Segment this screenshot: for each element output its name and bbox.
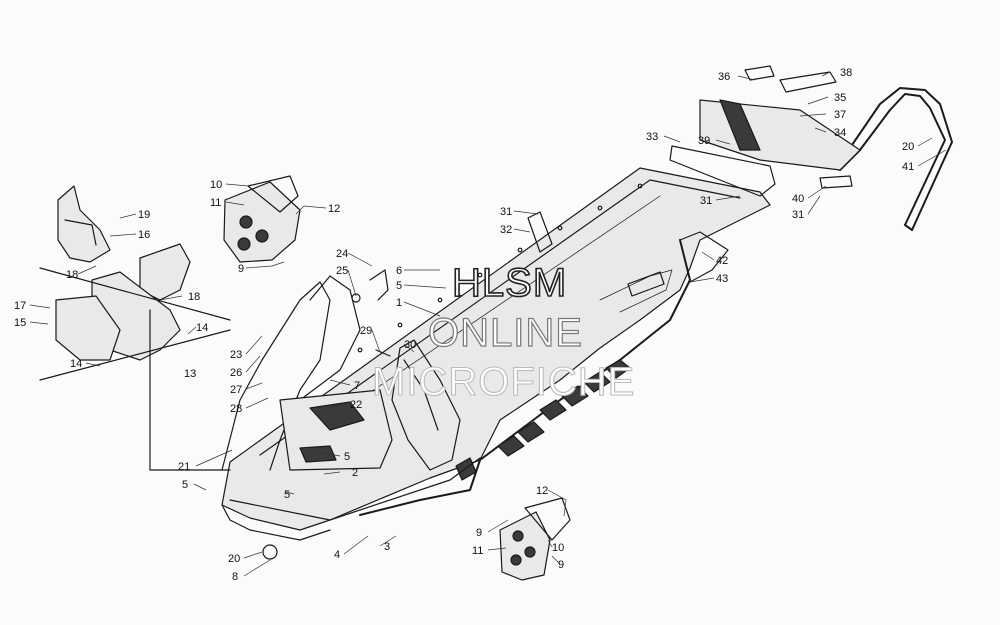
- callout-2: 2: [352, 467, 358, 479]
- callout-39: 39: [698, 135, 710, 147]
- callout-19: 19: [138, 209, 150, 221]
- callout-23: 23: [230, 349, 242, 361]
- callout-35: 35: [834, 92, 846, 104]
- watermark-line1: HLSM: [452, 261, 567, 305]
- callout-7: 7: [354, 380, 360, 392]
- callout-10-upper: 10: [210, 179, 222, 191]
- callout-6: 6: [396, 265, 402, 277]
- callout-20-rear: 20: [902, 141, 914, 153]
- rear-bumper: [819, 87, 953, 231]
- callout-36: 36: [718, 71, 730, 83]
- callout-11-lower: 11: [472, 545, 483, 557]
- callout-37: 37: [834, 109, 846, 121]
- callout-5-center: 5: [344, 451, 350, 463]
- chassis-tunnel: [221, 167, 771, 541]
- callout-9-lower-b: 9: [558, 559, 564, 571]
- callout-34: 34: [834, 127, 846, 139]
- leader-lines: [29, 71, 947, 577]
- callout-15: 15: [14, 317, 26, 329]
- callout-25: 25: [336, 265, 348, 277]
- callout-14-left: 14: [70, 358, 82, 370]
- watermark-line2: ONLINE: [428, 311, 583, 355]
- callout-30: 30: [404, 339, 416, 351]
- callout-22: 22: [350, 399, 362, 411]
- callout-5-lower: 5: [284, 489, 290, 501]
- callout-40: 40: [792, 193, 804, 205]
- callout-13: 13: [184, 368, 196, 380]
- watermark: HLSM ONLINE MICROFICHE: [371, 260, 635, 404]
- callout-20-front: 20: [228, 553, 240, 565]
- callout-12-lower: 12: [536, 485, 548, 497]
- upper-skid-plate: [223, 175, 301, 263]
- callout-32: 32: [500, 224, 512, 236]
- callout-33: 33: [646, 131, 658, 143]
- rear-flap-assembly: [669, 65, 861, 197]
- callout-28: 28: [230, 403, 242, 415]
- callout-31-flap: 31: [700, 195, 712, 207]
- callout-14-right: 14: [196, 322, 208, 334]
- callout-29: 29: [360, 325, 372, 337]
- callout-9-upper: 9: [238, 263, 244, 275]
- callout-38: 38: [840, 67, 852, 79]
- callout-3: 3: [384, 541, 390, 553]
- callout-21: 21: [178, 461, 190, 473]
- callout-27: 27: [230, 384, 242, 396]
- callout-42: 42: [716, 255, 728, 267]
- left-front-plates: [39, 185, 231, 381]
- callout-31-tunnel: 31: [500, 206, 512, 218]
- callout-43: 43: [716, 273, 728, 285]
- callout-labels: 36 38 35 37 34 33 39 20 41 40 31 31 10 1…: [14, 67, 914, 583]
- callout-24: 24: [336, 248, 348, 260]
- callout-1: 1: [396, 297, 402, 309]
- callout-26: 26: [230, 367, 242, 379]
- callout-16: 16: [138, 229, 150, 241]
- callout-41: 41: [902, 161, 914, 173]
- callout-4: 4: [334, 549, 340, 561]
- callout-17: 17: [14, 300, 26, 312]
- lower-skid-plate: [499, 497, 571, 581]
- callout-31-bumper: 31: [792, 209, 804, 221]
- callout-9-lower-a: 9: [476, 527, 482, 539]
- callout-12-upper: 12: [328, 203, 340, 215]
- callout-5-top: 5: [396, 280, 402, 292]
- callout-10-lower: 10: [552, 542, 564, 554]
- watermark-line3: MICROFICHE: [372, 360, 635, 404]
- callout-18-mid: 18: [188, 291, 200, 303]
- callout-11-upper: 11: [210, 197, 221, 209]
- callout-8: 8: [232, 571, 238, 583]
- callout-5-left: 5: [182, 479, 188, 491]
- callout-18-left: 18: [66, 269, 78, 281]
